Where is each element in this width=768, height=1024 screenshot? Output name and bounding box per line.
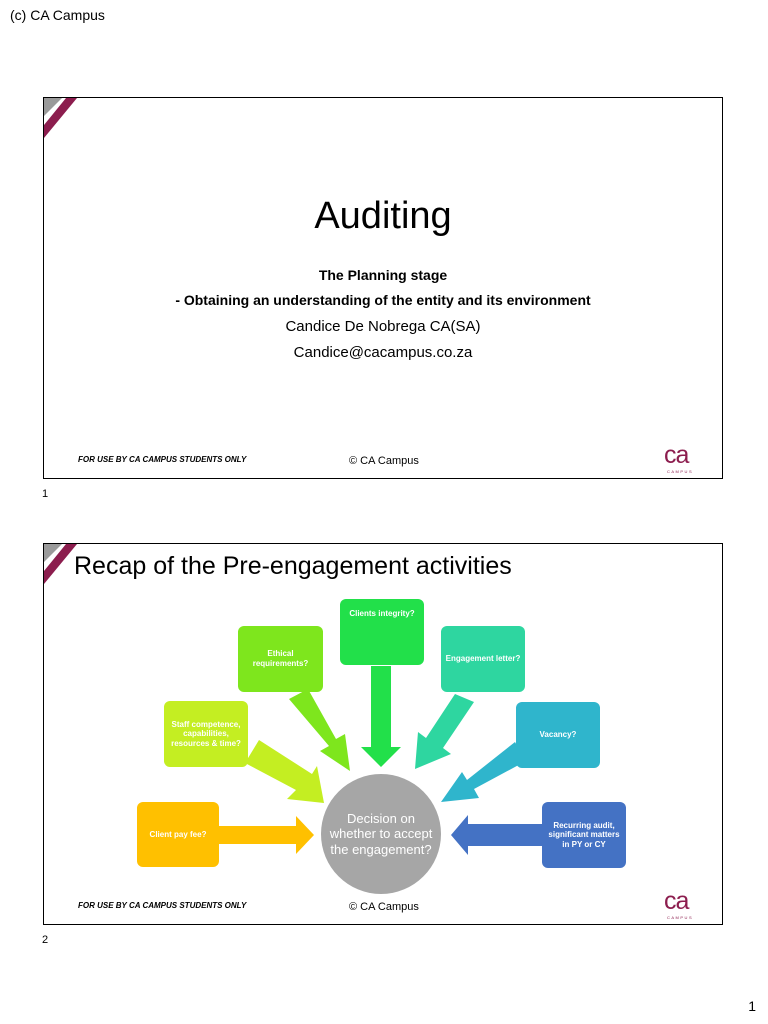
decision-circle: Decision on whether to accept the engage… xyxy=(321,774,441,894)
logo-wordmark: CAMPUS xyxy=(667,469,694,474)
slide-number: 1 xyxy=(42,488,49,500)
slide-title: Auditing xyxy=(314,195,452,237)
box-engagement-letter: Engagement letter? xyxy=(441,626,525,692)
slide-number: 2 xyxy=(42,934,49,946)
box-ethical-requirements: Ethical requirements? xyxy=(238,626,323,692)
slide-footer-note: FOR USE BY CA CAMPUS STUDENTS ONLY xyxy=(78,455,247,464)
arrow-ethical-requirements xyxy=(289,689,350,771)
document-header: (c) CA Campus xyxy=(10,7,105,23)
corner-stripe-decoration xyxy=(44,544,77,584)
slide-author: Candice De Nobrega CA(SA) xyxy=(285,318,481,335)
page-number: 1 xyxy=(748,998,756,1014)
ca-campus-logo: ca CAMPUS xyxy=(664,441,700,477)
logo-mark: ca xyxy=(664,441,689,469)
slide-subtitle-stage: The Planning stage xyxy=(318,267,448,283)
arrow-staff-competence xyxy=(245,740,324,803)
arrow-clients-integrity xyxy=(361,666,401,767)
slide-footer-note: FOR USE BY CA CAMPUS STUDENTS ONLY xyxy=(78,901,247,910)
arrow-engagement-letter xyxy=(415,694,474,769)
box-recurring-audit: Recurring audit, significant matters in … xyxy=(542,802,626,868)
corner-stripe-decoration xyxy=(44,98,77,138)
arrow-client-pay-fee xyxy=(218,816,314,854)
slide-subtitle-topic: - Obtaining an understanding of the enti… xyxy=(175,292,591,308)
box-client-pay-fee: Client pay fee? xyxy=(137,802,219,867)
slide-2: Recap of the Pre-engagement activities C… xyxy=(43,543,723,925)
box-clients-integrity: Clients integrity? xyxy=(340,599,424,665)
ca-campus-logo: ca CAMPUS xyxy=(664,887,700,923)
slide-footer-copyright: © CA Campus xyxy=(349,455,419,467)
slide-email: Candice@cacampus.co.za xyxy=(293,344,473,361)
arrow-vacancy xyxy=(441,742,526,802)
slide-title: Recap of the Pre-engagement activities xyxy=(74,552,512,580)
logo-mark: ca xyxy=(664,887,689,915)
slide-footer-copyright: © CA Campus xyxy=(349,901,419,913)
arrows-diagram xyxy=(218,666,542,855)
arrow-recurring-audit xyxy=(451,815,542,855)
slide-1: Auditing The Planning stage - Obtaining … xyxy=(43,97,723,479)
box-vacancy: Vacancy? xyxy=(516,702,600,768)
logo-wordmark: CAMPUS xyxy=(667,915,694,920)
box-staff-competence: Staff competence, capabilities, resource… xyxy=(164,701,248,767)
